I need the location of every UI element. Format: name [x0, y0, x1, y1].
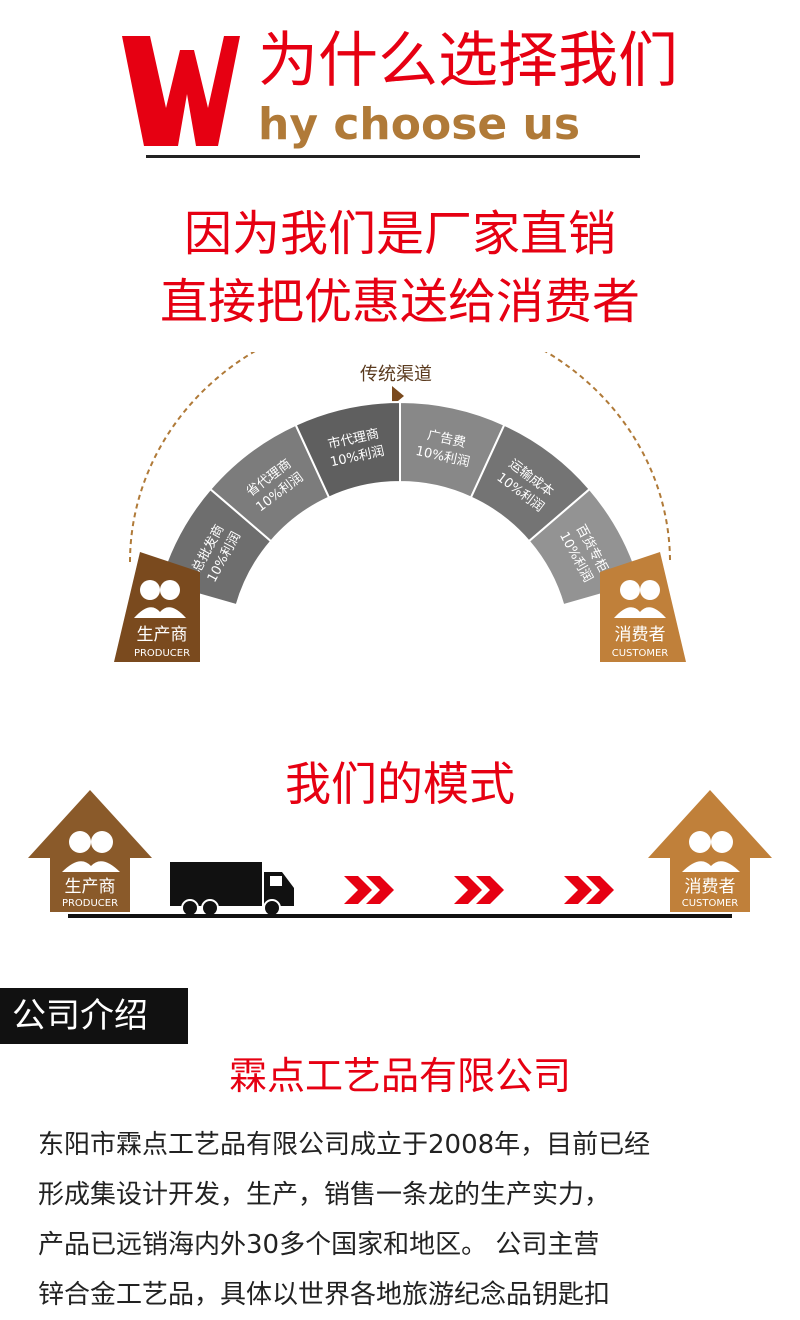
traditional-channel-diagram: 传统渠道 总批发商10%利润省代理商10%利润市代理商10%利润广告费10%利润… — [114, 352, 686, 662]
arc-producer-block: 生产商 PRODUCER — [114, 552, 200, 662]
arc-customer-en: CUSTOMER — [612, 648, 669, 659]
intro-line-3: 产品已远销海内外30多个国家和地区。 公司主营 — [38, 1230, 600, 1260]
truck-icon — [170, 862, 294, 917]
slogan-line-1: 因为我们是厂家直销 — [183, 206, 616, 262]
chevron-arrows-1 — [344, 876, 394, 904]
arc-producer-en: PRODUCER — [134, 648, 190, 659]
company-intro-label: 公司介绍 — [0, 988, 188, 1044]
intro-line-4: 锌合金工艺品，具体以世界各地旅游纪念品钥匙扣 — [38, 1280, 611, 1310]
channel-label: 传统渠道 — [360, 364, 432, 385]
model-producer-house: 生产商 PRODUCER — [28, 790, 152, 912]
company-intro-text: 东阳市霖点工艺品有限公司成立于2008年，目前已经 形成集设计开发，生产，销售一… — [38, 1120, 738, 1320]
slogan-line-2: 直接把优惠送给消费者 — [159, 274, 640, 330]
big-w-letter — [122, 36, 240, 146]
model-customer-en: CUSTOMER — [682, 898, 739, 909]
channel-segments: 总批发商10%利润省代理商10%利润市代理商10%利润广告费10%利润运输成本1… — [158, 400, 642, 607]
model-customer-house: 消费者 CUSTOMER — [648, 790, 772, 912]
arc-customer-block: 消费者 CUSTOMER — [600, 552, 686, 662]
title-chinese: 为什么选择我们 — [258, 26, 678, 96]
model-customer-cn: 消费者 — [685, 877, 736, 897]
intro-line-1: 东阳市霖点工艺品有限公司成立于2008年，目前已经 — [38, 1130, 651, 1160]
model-producer-en: PRODUCER — [62, 898, 118, 909]
chevron-arrows-2 — [454, 876, 504, 904]
intro-line-2: 形成集设计开发，生产，销售一条龙的生产实力， — [38, 1180, 611, 1210]
arc-customer-cn: 消费者 — [615, 625, 666, 645]
channel-arrow-icon — [392, 386, 404, 406]
title-english: hy choose us — [258, 99, 581, 150]
company-name: 霖点工艺品有限公司 — [228, 1054, 571, 1098]
direct-model-diagram: 生产商 PRODUCER 消费者 CUSTOMER — [28, 790, 772, 918]
channel-dashed-arc — [129, 352, 671, 563]
model-title: 我们的模式 — [285, 757, 515, 811]
model-producer-cn: 生产商 — [65, 877, 116, 897]
arc-producer-cn: 生产商 — [137, 625, 188, 645]
header-divider — [146, 155, 640, 158]
road-line — [68, 914, 732, 918]
chevron-arrows-3 — [564, 876, 614, 904]
